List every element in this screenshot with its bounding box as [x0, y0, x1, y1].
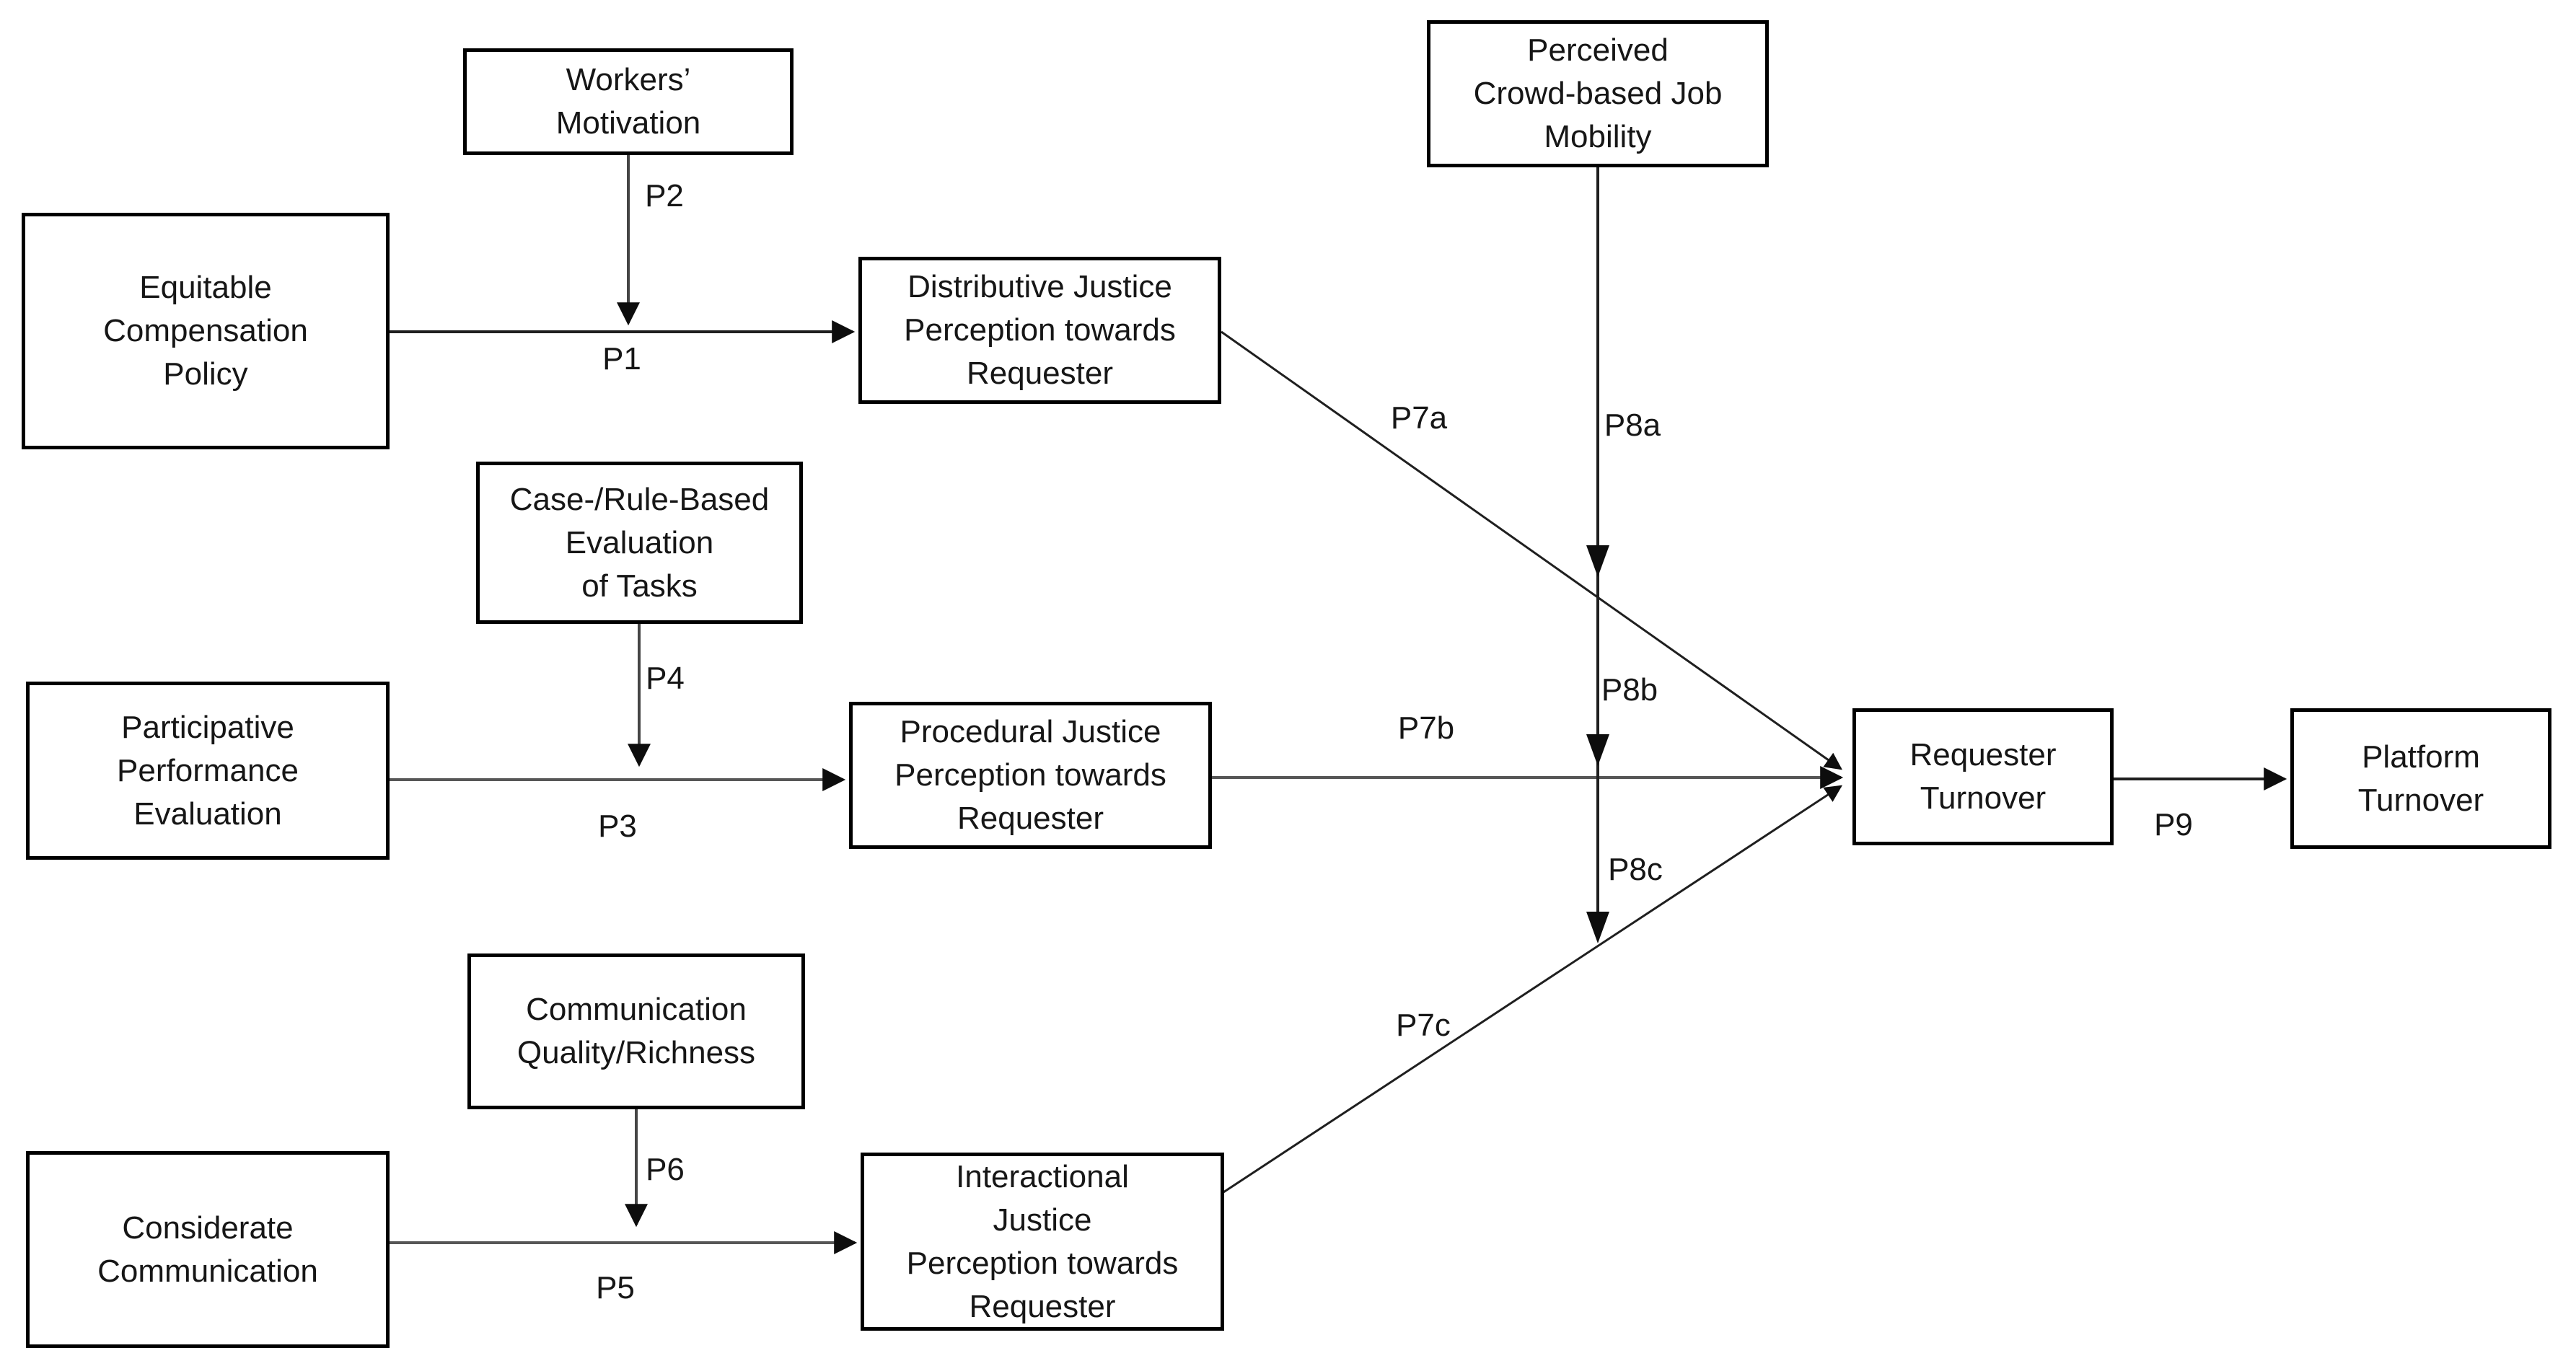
- proposition-label-p6: P6: [646, 1152, 685, 1187]
- proposition-label-p1: P1: [602, 341, 641, 376]
- proposition-label-p7a: P7a: [1390, 400, 1448, 436]
- participative-performance-evaluation-label: Participative Performance Evaluation: [117, 709, 299, 832]
- case-rule-based-evaluation-of-tasks-box: Case-/Rule-Based Evaluation of Tasks: [476, 462, 803, 624]
- considerate-communication-box: Considerate Communication: [26, 1151, 390, 1348]
- proposition-label-p4: P4: [646, 661, 685, 696]
- considerate-communication-label: Considerate Communication: [97, 1210, 318, 1289]
- p8-moderation-line-head-3: [1586, 912, 1609, 943]
- workers-motivation-box: Workers’ Motivation: [463, 48, 794, 155]
- distributive-justice-perception-label: Distributive Justice Perception towards …: [904, 269, 1176, 391]
- participative-performance-evaluation-box: Participative Performance Evaluation: [26, 682, 390, 860]
- communication-quality-richness-label: Communication Quality/Richness: [516, 992, 756, 1070]
- proposition-label-p5: P5: [596, 1270, 635, 1305]
- proposition-label-p8b: P8b: [1601, 672, 1658, 708]
- proposition-label-p3: P3: [598, 809, 637, 844]
- proposition-label-p9: P9: [2154, 807, 2193, 842]
- perceived-crowd-based-job-mobility-box: Perceived Crowd-based Job Mobility: [1427, 20, 1769, 167]
- proposition-label-p8c: P8c: [1608, 852, 1663, 887]
- platform-turnover-box: Platform Turnover: [2290, 708, 2551, 849]
- p7a-arrow: [1221, 330, 1842, 770]
- proposition-label-p7b: P7b: [1397, 710, 1455, 746]
- platform-turnover-label: Platform Turnover: [2357, 739, 2484, 818]
- procedural-justice-perception-box: Procedural Justice Perception towards Re…: [849, 702, 1212, 849]
- equitable-compensation-policy-label: Equitable Compensation Policy: [103, 270, 308, 392]
- workers-motivation-label: Workers’ Motivation: [555, 62, 701, 141]
- p8-moderation-line-head-1: [1586, 545, 1609, 577]
- proposition-label-p7c: P7c: [1396, 1008, 1451, 1043]
- p8-moderation-line-head-2: [1586, 734, 1609, 766]
- communication-quality-richness-box: Communication Quality/Richness: [467, 953, 805, 1109]
- interactional-justice-perception-box: Interactional Justice Perception towards…: [861, 1153, 1224, 1331]
- p7c-arrow: [1221, 785, 1843, 1195]
- interactional-justice-perception-label: Interactional Justice Perception towards…: [906, 1158, 1179, 1324]
- equitable-compensation-policy-box: Equitable Compensation Policy: [22, 213, 390, 449]
- requester-turnover-box: Requester Turnover: [1852, 708, 2114, 845]
- case-rule-based-evaluation-of-tasks-label: Case-/Rule-Based Evaluation of Tasks: [509, 481, 770, 604]
- requester-turnover-label: Requester Turnover: [1909, 737, 2057, 816]
- proposition-label-p2: P2: [645, 178, 684, 213]
- perceived-crowd-based-job-mobility-label: Perceived Crowd-based Job Mobility: [1473, 32, 1723, 154]
- procedural-justice-perception-label: Procedural Justice Perception towards Re…: [894, 714, 1166, 836]
- distributive-justice-perception-box: Distributive Justice Perception towards …: [858, 257, 1221, 404]
- proposition-label-p8a: P8a: [1604, 408, 1661, 443]
